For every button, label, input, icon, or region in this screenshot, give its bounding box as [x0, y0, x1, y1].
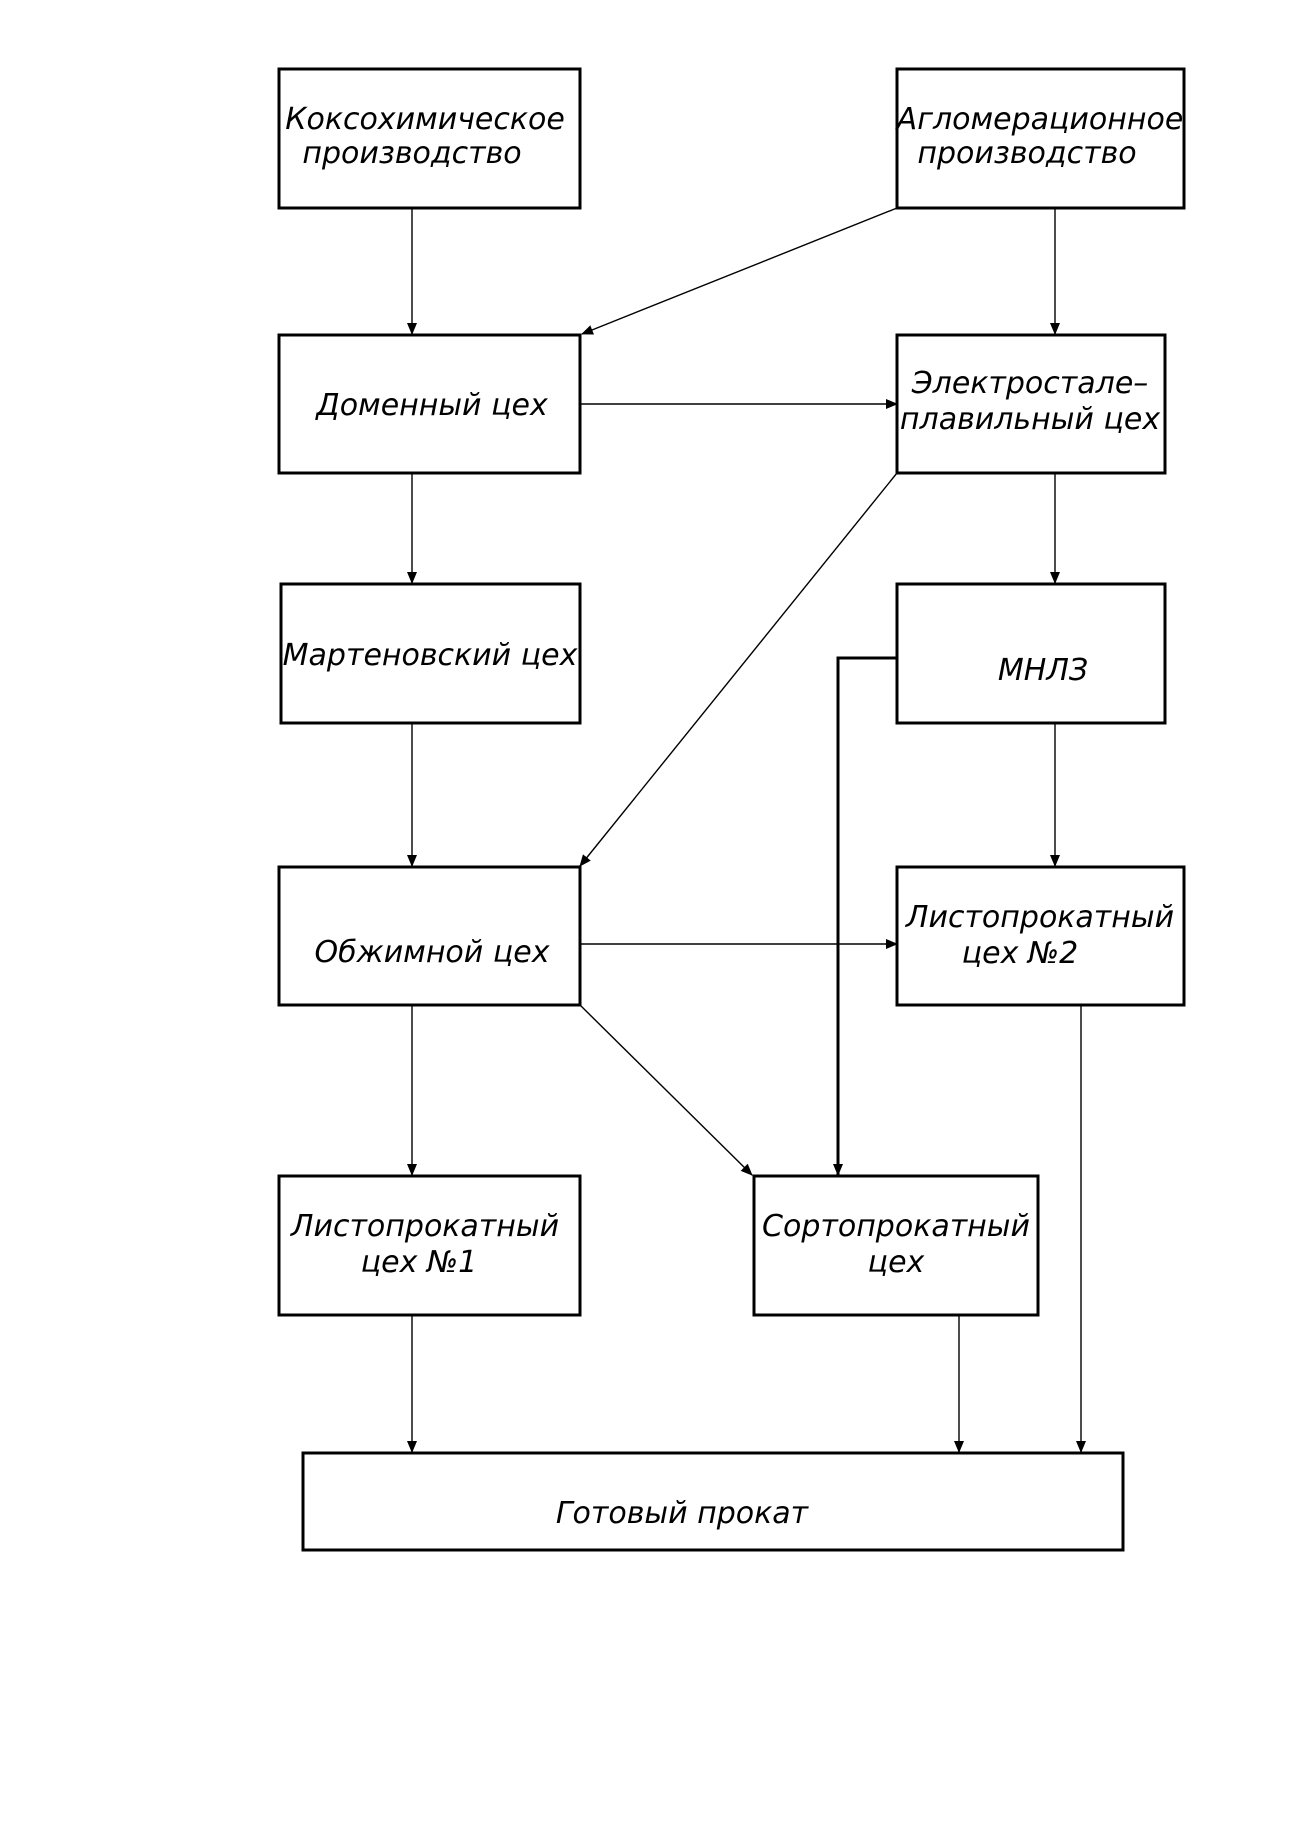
node-coke: Коксохимическое производство — [277, 67, 582, 210]
node-sheet-mill-1: Листопрокатный цех №1 — [277, 1174, 582, 1317]
edge-electro-to-obzhim — [579, 472, 898, 867]
node-electro-steel: Электростале– плавильный цех — [895, 333, 1167, 475]
edge-mnlz-to-section — [833, 656, 897, 1176]
node-label-line: Листопрокатный — [290, 1209, 559, 1244]
node-label-line: Коксохимическое — [285, 102, 565, 137]
node-label-line: Доменный цех — [314, 388, 548, 423]
node-label-line: Обжимной цех — [315, 935, 550, 970]
node-label-line: Сортопрокатный — [762, 1209, 1030, 1244]
node-section-mill: Сортопрокатный цех — [752, 1174, 1040, 1317]
edge-agglo-to-blast — [581, 207, 898, 335]
node-blast-furnace: Доменный цех — [277, 333, 582, 475]
node-label-line: Мартеновский цех — [283, 638, 578, 673]
node-label-line: цех №1 — [361, 1245, 477, 1280]
node-label-line: Электростале– — [911, 366, 1149, 401]
node-label-line: цех — [868, 1245, 925, 1280]
node-agglo: Агломерационное производство — [895, 67, 1186, 210]
edges — [407, 207, 1086, 1453]
node-label-line: плавильный цех — [900, 402, 1160, 437]
node-label-line: производство — [302, 136, 521, 171]
node-label-line: Листопрокатный — [905, 900, 1174, 935]
node-label-line: цех №2 — [962, 936, 1078, 971]
node-sheet-mill-2: Листопрокатный цех №2 — [895, 865, 1186, 1007]
node-finished-product: Готовый прокат — [301, 1451, 1125, 1552]
node-mnlz: МНЛЗ — [895, 582, 1167, 725]
edge-obzhim-to-section — [579, 1004, 753, 1176]
node-label-line: Агломерационное — [895, 102, 1184, 137]
node-label-line: производство — [917, 136, 1136, 171]
node-blooming: Обжимной цех — [277, 865, 582, 1007]
node-label-line: МНЛЗ — [998, 653, 1088, 688]
node-label-line: Готовый прокат — [556, 1496, 810, 1531]
node-open-hearth: Мартеновский цех — [279, 582, 582, 725]
